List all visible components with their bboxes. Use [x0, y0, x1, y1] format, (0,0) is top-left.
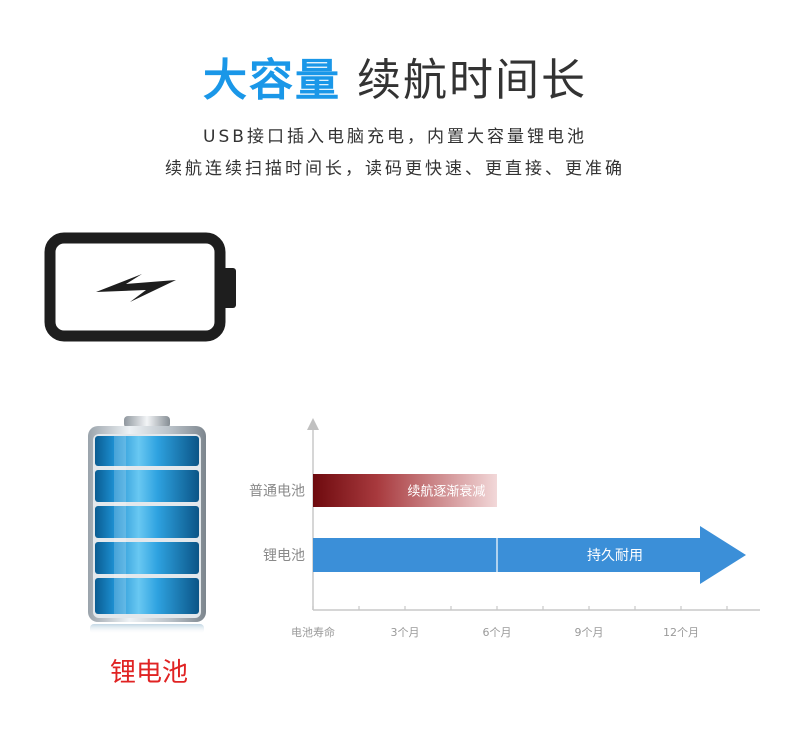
y-axis-arrow	[307, 418, 319, 430]
x-tick-label: 6个月	[483, 626, 512, 639]
title-highlight: 大容量	[203, 55, 341, 106]
bar-label: 续航逐渐衰减	[407, 484, 485, 500]
x-tick-label: 电池寿命	[291, 625, 335, 639]
x-tick-label: 12个月	[663, 626, 699, 639]
category-label: 普通电池	[249, 484, 305, 500]
subtitle-line-2: 续航连续扫描时间长，读码更快速、更直接、更准确	[165, 159, 625, 179]
lithium-battery-icon	[88, 416, 206, 634]
page-title: 大容量 续航时间长	[0, 44, 790, 108]
battery-charging-icon	[44, 232, 236, 342]
bar-lithium-battery	[313, 526, 746, 584]
bar-regular-battery	[313, 474, 497, 507]
lithium-battery-caption: 锂电池	[109, 658, 188, 688]
title-rest: 续航时间长	[357, 55, 587, 106]
bar-label: 持久耐用	[587, 548, 643, 564]
x-tick-label: 3个月	[391, 626, 420, 639]
x-tick-label: 9个月	[575, 626, 604, 639]
subtitle-line-1: USB接口插入电脑充电，内置大容量锂电池	[203, 127, 587, 147]
category-label: 锂电池	[263, 548, 305, 564]
